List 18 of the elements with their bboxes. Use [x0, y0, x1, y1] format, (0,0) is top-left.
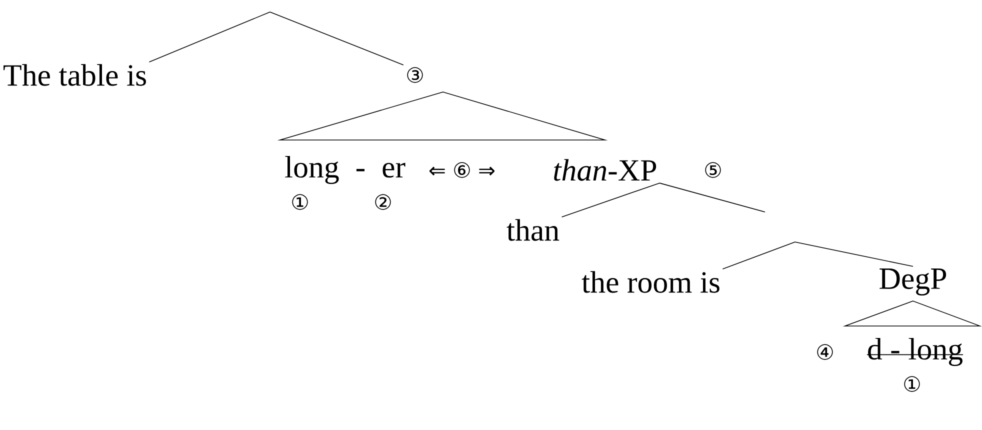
tree-label: The table is [4, 64, 146, 86]
tree-branch [794, 242, 914, 267]
tree-branch [148, 12, 270, 62]
tree-label: ⇐ ⑥ ⇒ [429, 162, 495, 178]
tree-branch [722, 242, 796, 270]
circled-number: ④ [817, 344, 833, 360]
tree-branch [561, 182, 660, 218]
tree-label: long - er [285, 156, 406, 184]
tree-label: DegP [880, 268, 946, 296]
tree-branch [659, 182, 766, 212]
tree-label: the room is [582, 271, 720, 293]
tree-label: than [506, 219, 560, 241]
circled-number: ② [375, 194, 391, 210]
tree-label: ③ [407, 67, 423, 83]
tree-label: than-XP [554, 159, 656, 181]
tree-branch [270, 12, 404, 66]
circled-number: ① [292, 194, 308, 210]
circled-number: ⑤ [705, 162, 721, 178]
